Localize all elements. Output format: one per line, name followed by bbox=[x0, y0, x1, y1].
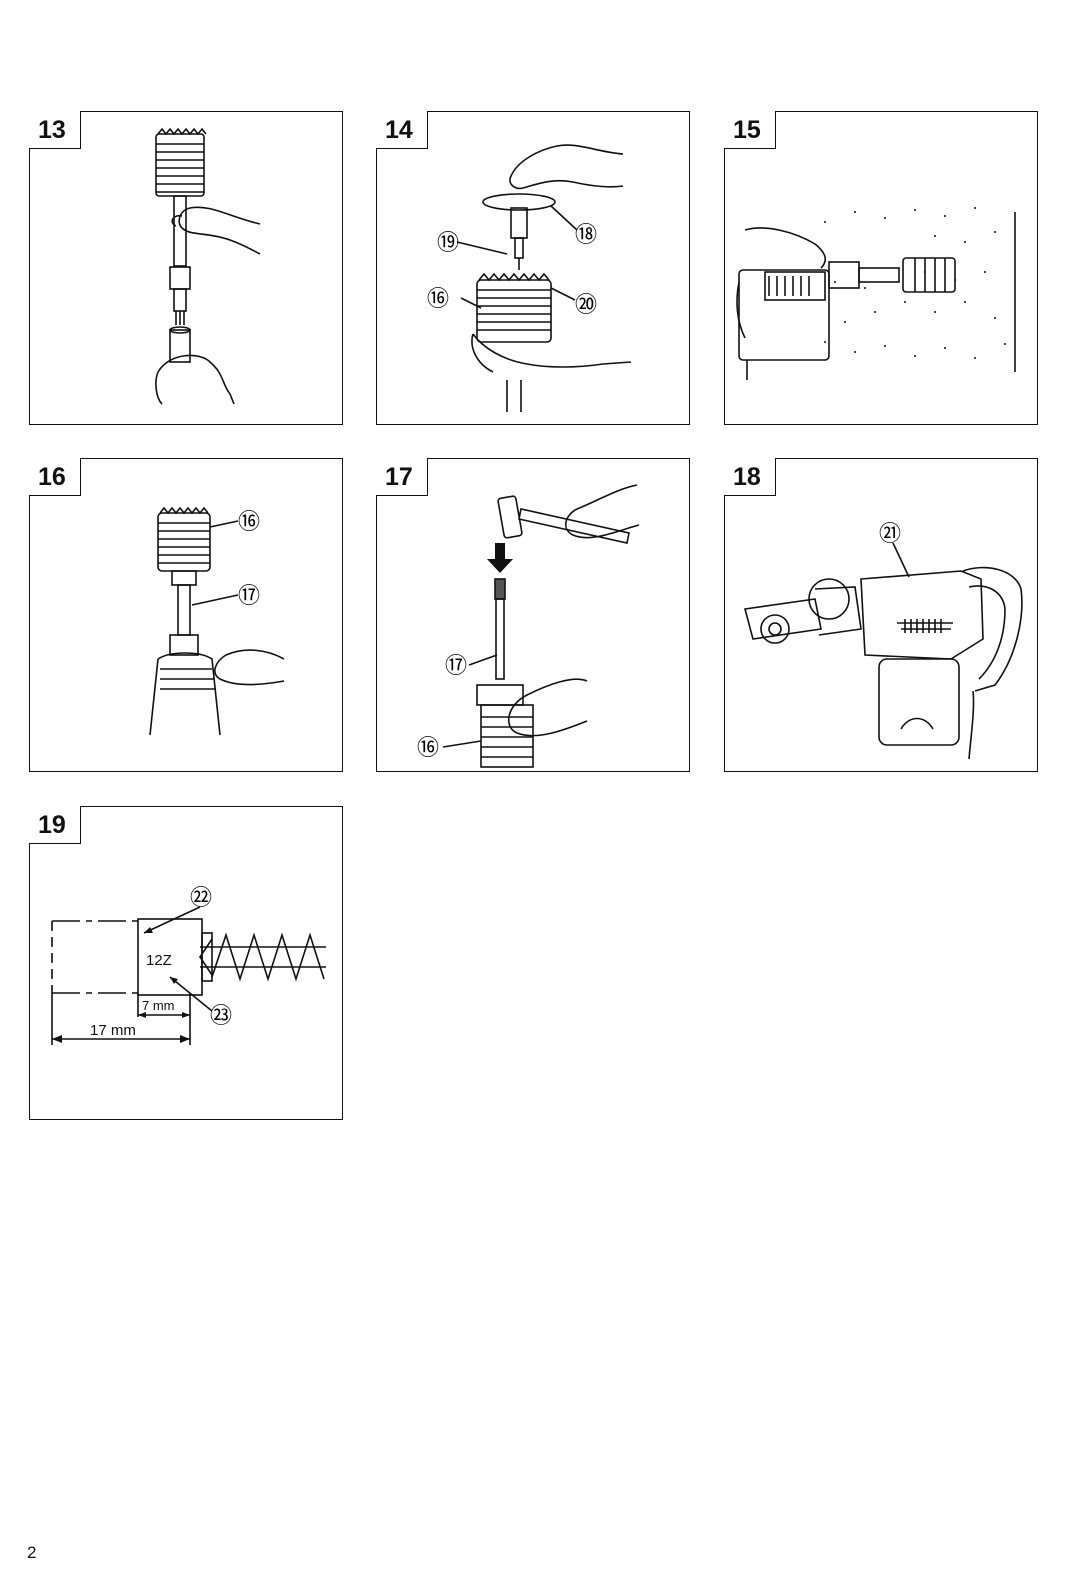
figure-19-illustration: ㉒ ㉓ 12Z 7 mm 17 mm bbox=[51, 886, 326, 1045]
callout-23: ㉓ bbox=[210, 1004, 232, 1029]
callout-16: ⑯ bbox=[417, 736, 439, 761]
figure-19: 19 bbox=[28, 805, 343, 1120]
figure-13-tab bbox=[28, 110, 81, 149]
figure-14: 14 ⑲ ⑱ ⑯ ⑳ bbox=[375, 110, 690, 425]
figure-14-illustration: ⑲ ⑱ ⑯ ⑳ bbox=[427, 144, 632, 412]
callout-21: ㉑ bbox=[879, 522, 901, 547]
figure-16: 16 ⑯ ⑰ bbox=[28, 457, 343, 772]
figure-13-number: 13 bbox=[38, 116, 66, 144]
down-arrow-icon bbox=[487, 543, 513, 573]
callout-17: ⑰ bbox=[445, 654, 467, 679]
figure-14-tab bbox=[375, 110, 428, 149]
callout-20: ⑳ bbox=[575, 293, 597, 318]
callout-16: ⑯ bbox=[427, 287, 449, 312]
figure-16-illustration: ⑯ ⑰ bbox=[149, 506, 285, 736]
figure-17-number: 17 bbox=[385, 463, 413, 491]
callout-16: ⑯ bbox=[238, 510, 260, 535]
figure-18-number: 18 bbox=[733, 463, 761, 491]
figure-15-number: 15 bbox=[733, 116, 761, 144]
figure-17-tab bbox=[375, 457, 428, 496]
callout-22: ㉒ bbox=[190, 886, 212, 911]
callout-19: ⑲ bbox=[437, 231, 459, 256]
figure-17-illustration: ⑰ ⑯ bbox=[417, 484, 640, 768]
figure-18-tab bbox=[723, 457, 776, 496]
figure-15-illustration bbox=[736, 207, 1016, 380]
figure-19-number: 19 bbox=[38, 811, 66, 839]
figure-13: 13 bbox=[28, 110, 343, 425]
figure-15: 15 bbox=[723, 110, 1038, 425]
brush-code-label: 12Z bbox=[146, 952, 172, 969]
figure-13-illustration bbox=[155, 127, 261, 405]
figure-16-tab bbox=[28, 457, 81, 496]
figure-16-number: 16 bbox=[38, 463, 66, 491]
callout-18: ⑱ bbox=[575, 223, 597, 248]
dimension-7mm-label: 7 mm bbox=[142, 998, 175, 1013]
callout-17: ⑰ bbox=[238, 584, 260, 609]
page-number: 2 bbox=[27, 1543, 37, 1562]
figure-17: 17 ⑰ ⑯ bbox=[375, 457, 690, 772]
figure-19-tab bbox=[28, 805, 81, 844]
figure-15-tab bbox=[723, 110, 776, 149]
figure-18-illustration: ㉑ bbox=[743, 522, 1023, 760]
figure-18: 18 ㉑ bbox=[723, 457, 1038, 772]
dimension-17mm-label: 17 mm bbox=[90, 1022, 136, 1039]
figure-14-number: 14 bbox=[385, 116, 413, 144]
